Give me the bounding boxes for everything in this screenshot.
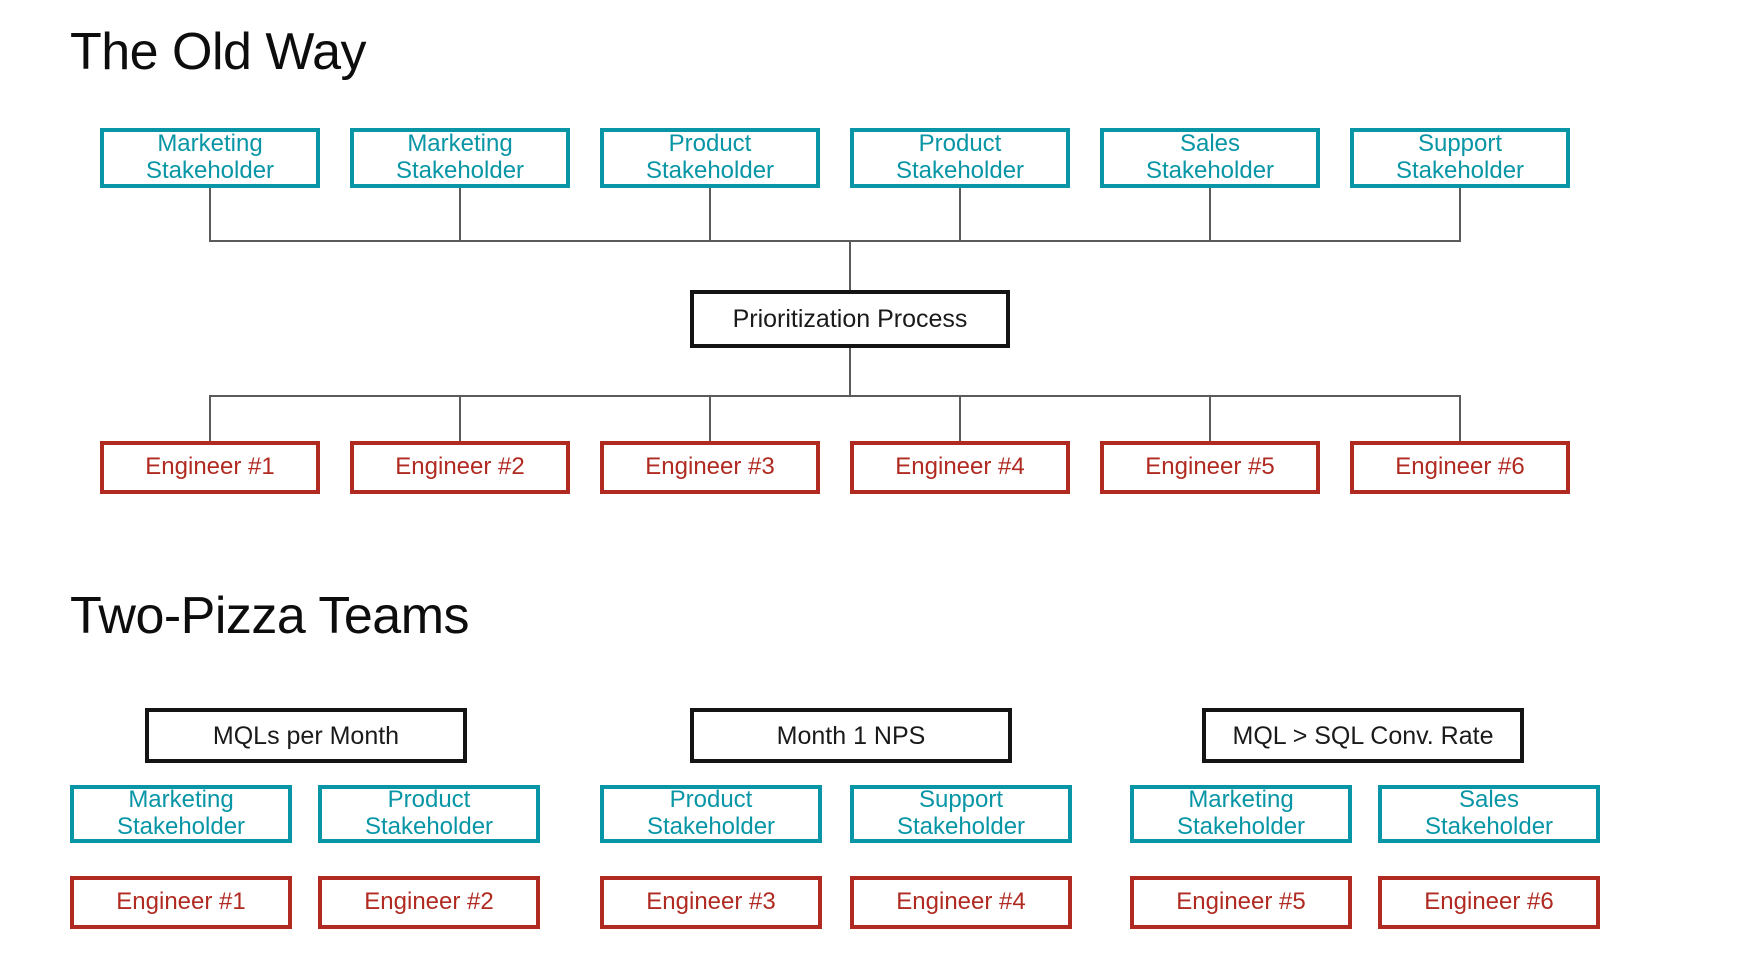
engineer-label: Engineer #6	[1395, 453, 1525, 481]
connector-bus-bottom	[209, 395, 1461, 397]
stakeholder-line2: Stakeholder	[1395, 157, 1525, 184]
team-metric-label: Month 1 NPS	[776, 721, 926, 750]
team-2-engineer-box-1[interactable]: Engineer #3	[600, 876, 822, 929]
connector-stakeholder-3	[709, 188, 711, 241]
prioritization-process-label: Prioritization Process	[732, 305, 968, 333]
stakeholder-box-4[interactable]: Product Stakeholder	[850, 128, 1070, 188]
stakeholder-label: Marketing Stakeholder	[145, 130, 275, 185]
stakeholder-line2: Stakeholder	[895, 157, 1025, 184]
stakeholder-line1: Support	[1417, 130, 1503, 158]
stakeholder-line2: Stakeholder	[1176, 813, 1306, 840]
stakeholder-line1: Product	[918, 130, 1002, 158]
connector-engineer-5	[1209, 395, 1211, 444]
connector-stakeholder-5	[1209, 188, 1211, 241]
team-1-stakeholder-box-1[interactable]: Marketing Stakeholder	[70, 785, 292, 843]
team-metric-label: MQLs per Month	[212, 721, 400, 750]
team-3-stakeholder-box-2[interactable]: Sales Stakeholder	[1378, 785, 1600, 843]
team-2-stakeholder-box-1[interactable]: Product Stakeholder	[600, 785, 822, 843]
stakeholder-label: Marketing Stakeholder	[1176, 786, 1306, 841]
stakeholder-line1: Marketing	[1188, 786, 1294, 814]
team-metric-box-2[interactable]: Month 1 NPS	[690, 708, 1012, 763]
stakeholder-line1: Support	[918, 786, 1004, 814]
stakeholder-box-5[interactable]: Sales Stakeholder	[1100, 128, 1320, 188]
stakeholder-line2: Stakeholder	[145, 157, 275, 184]
engineer-box-3[interactable]: Engineer #3	[600, 441, 820, 494]
section-title-old-way: The Old Way	[70, 23, 367, 81]
connector-engineer-4	[959, 395, 961, 444]
team-metric-label: MQL > SQL Conv. Rate	[1232, 721, 1494, 750]
connector-engineer-3	[709, 395, 711, 444]
connector-engineer-2	[459, 395, 461, 444]
engineer-box-6[interactable]: Engineer #6	[1350, 441, 1570, 494]
stakeholder-line1: Product	[387, 786, 471, 814]
stakeholder-line2: Stakeholder	[1145, 157, 1275, 184]
team-3-engineer-box-1[interactable]: Engineer #5	[1130, 876, 1352, 929]
stakeholder-line1: Marketing	[407, 130, 513, 158]
team-2-stakeholder-box-2[interactable]: Support Stakeholder	[850, 785, 1072, 843]
connector-stakeholder-6	[1459, 188, 1461, 241]
connector-stakeholder-2	[459, 188, 461, 241]
engineer-label: Engineer #5	[1145, 453, 1275, 481]
stakeholder-line1: Marketing	[157, 130, 263, 158]
engineer-label: Engineer #2	[395, 453, 525, 481]
team-metric-box-1[interactable]: MQLs per Month	[145, 708, 467, 763]
stakeholder-box-1[interactable]: Marketing Stakeholder	[100, 128, 320, 188]
stakeholder-line2: Stakeholder	[116, 813, 246, 840]
engineer-label: Engineer #3	[646, 888, 776, 916]
team-1-engineer-box-2[interactable]: Engineer #2	[318, 876, 540, 929]
engineer-box-4[interactable]: Engineer #4	[850, 441, 1070, 494]
connector-bus-to-process	[849, 240, 851, 290]
stakeholder-box-6[interactable]: Support Stakeholder	[1350, 128, 1570, 188]
prioritization-process-box[interactable]: Prioritization Process	[690, 290, 1010, 348]
stakeholder-line1: Sales	[1458, 786, 1520, 814]
stakeholder-label: Product Stakeholder	[364, 786, 494, 841]
engineer-label: Engineer #1	[145, 453, 275, 481]
connector-bus-top	[209, 240, 1461, 242]
team-metric-box-3[interactable]: MQL > SQL Conv. Rate	[1202, 708, 1524, 763]
connector-engineer-6	[1459, 395, 1461, 444]
team-1-stakeholder-box-2[interactable]: Product Stakeholder	[318, 785, 540, 843]
team-1-engineer-box-1[interactable]: Engineer #1	[70, 876, 292, 929]
stakeholder-label: Product Stakeholder	[646, 786, 776, 841]
connector-engineer-1	[209, 395, 211, 444]
stakeholder-line1: Product	[668, 130, 752, 158]
stakeholder-line2: Stakeholder	[364, 813, 494, 840]
engineer-label: Engineer #6	[1424, 888, 1554, 916]
stakeholder-line2: Stakeholder	[645, 157, 775, 184]
connector-stakeholder-4	[959, 188, 961, 241]
section-title-two-pizza: Two-Pizza Teams	[70, 587, 470, 645]
engineer-label: Engineer #3	[645, 453, 775, 481]
engineer-box-2[interactable]: Engineer #2	[350, 441, 570, 494]
stakeholder-line2: Stakeholder	[1424, 813, 1554, 840]
engineer-label: Engineer #2	[364, 888, 494, 916]
connector-process-to-bus	[849, 348, 851, 396]
stakeholder-label: Support Stakeholder	[1395, 130, 1525, 185]
stakeholder-line2: Stakeholder	[896, 813, 1026, 840]
stakeholder-box-2[interactable]: Marketing Stakeholder	[350, 128, 570, 188]
stakeholder-label: Product Stakeholder	[895, 130, 1025, 185]
engineer-label: Engineer #4	[896, 888, 1026, 916]
stakeholder-label: Sales Stakeholder	[1424, 786, 1554, 841]
stakeholder-line1: Product	[669, 786, 753, 814]
engineer-box-1[interactable]: Engineer #1	[100, 441, 320, 494]
stakeholder-label: Support Stakeholder	[896, 786, 1026, 841]
engineer-label: Engineer #1	[116, 888, 246, 916]
stakeholder-line1: Sales	[1179, 130, 1241, 158]
engineer-box-5[interactable]: Engineer #5	[1100, 441, 1320, 494]
stakeholder-box-3[interactable]: Product Stakeholder	[600, 128, 820, 188]
stakeholder-label: Product Stakeholder	[645, 130, 775, 185]
connector-stakeholder-1	[209, 188, 211, 241]
stakeholder-line1: Marketing	[128, 786, 234, 814]
stakeholder-line2: Stakeholder	[646, 813, 776, 840]
stakeholder-line2: Stakeholder	[395, 157, 525, 184]
engineer-label: Engineer #4	[895, 453, 1025, 481]
stakeholder-label: Sales Stakeholder	[1145, 130, 1275, 185]
team-3-stakeholder-box-1[interactable]: Marketing Stakeholder	[1130, 785, 1352, 843]
team-3-engineer-box-2[interactable]: Engineer #6	[1378, 876, 1600, 929]
stakeholder-label: Marketing Stakeholder	[116, 786, 246, 841]
engineer-label: Engineer #5	[1176, 888, 1306, 916]
stakeholder-label: Marketing Stakeholder	[395, 130, 525, 185]
team-2-engineer-box-2[interactable]: Engineer #4	[850, 876, 1072, 929]
